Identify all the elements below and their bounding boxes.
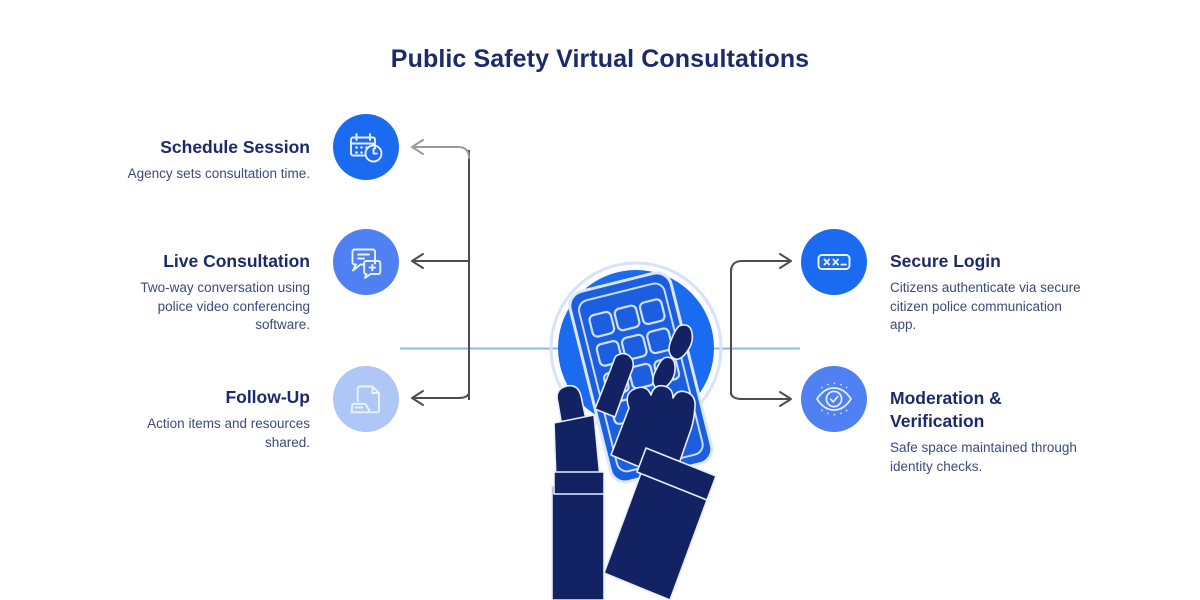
step-body: Citizens authenticate via secure citizen… bbox=[890, 280, 1081, 332]
step-heading-line-1: Moderation & bbox=[890, 388, 1002, 408]
step-moderation-verification[interactable]: Moderation & Verification Safe space mai… bbox=[890, 387, 1090, 476]
step-live-consultation[interactable]: Live Consultation Two-way conversation u… bbox=[110, 250, 310, 335]
step-heading: Secure Login bbox=[890, 251, 1001, 271]
right-branch-bottom bbox=[730, 391, 789, 400]
step-body: Action items and resources shared. bbox=[147, 416, 310, 450]
center-illustration bbox=[549, 261, 723, 600]
step-heading: Follow-Up bbox=[225, 387, 310, 407]
right-hand bbox=[594, 324, 717, 600]
page-title: Public Safety Virtual Consultations bbox=[390, 45, 810, 73]
arrow-left-icon-1 bbox=[411, 139, 424, 155]
arrow-right-icon-1 bbox=[779, 253, 792, 269]
step-body: Safe space maintained through identity c… bbox=[890, 440, 1077, 474]
icon-circle-schedule-session[interactable] bbox=[333, 114, 399, 180]
arrow-left-icon-3 bbox=[411, 390, 424, 406]
eye-check-icon bbox=[816, 382, 852, 416]
document-share-icon bbox=[350, 385, 380, 414]
step-heading: Live Consultation bbox=[163, 251, 310, 271]
arrow-left-icon-2 bbox=[411, 253, 424, 269]
icon-circle-moderation-verification[interactable] bbox=[801, 366, 867, 432]
password-field-icon bbox=[817, 254, 851, 270]
step-secure-login[interactable]: Secure Login Citizens authenticate via s… bbox=[890, 250, 1090, 335]
calendar-clock-icon bbox=[350, 133, 383, 163]
icon-circle-secure-login[interactable] bbox=[801, 229, 867, 295]
step-body: Two-way conversation using police video … bbox=[140, 280, 310, 332]
step-follow-up[interactable]: Follow-Up Action items and resources sha… bbox=[110, 386, 310, 452]
step-schedule-session[interactable]: Schedule Session Agency sets consultatio… bbox=[110, 136, 310, 184]
left-hand bbox=[551, 384, 605, 600]
icon-circle-live-consultation[interactable] bbox=[333, 229, 399, 295]
step-heading-line-2: Verification bbox=[890, 411, 985, 431]
step-body: Agency sets consultation time. bbox=[127, 166, 310, 181]
chat-bubbles-plus-icon bbox=[351, 248, 382, 279]
left-branch-bottom bbox=[414, 391, 470, 399]
arrow-right-icon-2 bbox=[779, 391, 792, 407]
left-branch-top bbox=[414, 146, 470, 159]
icon-circle-follow-up[interactable] bbox=[333, 366, 399, 432]
right-branch-top bbox=[730, 260, 789, 273]
step-heading: Schedule Session bbox=[160, 137, 310, 157]
